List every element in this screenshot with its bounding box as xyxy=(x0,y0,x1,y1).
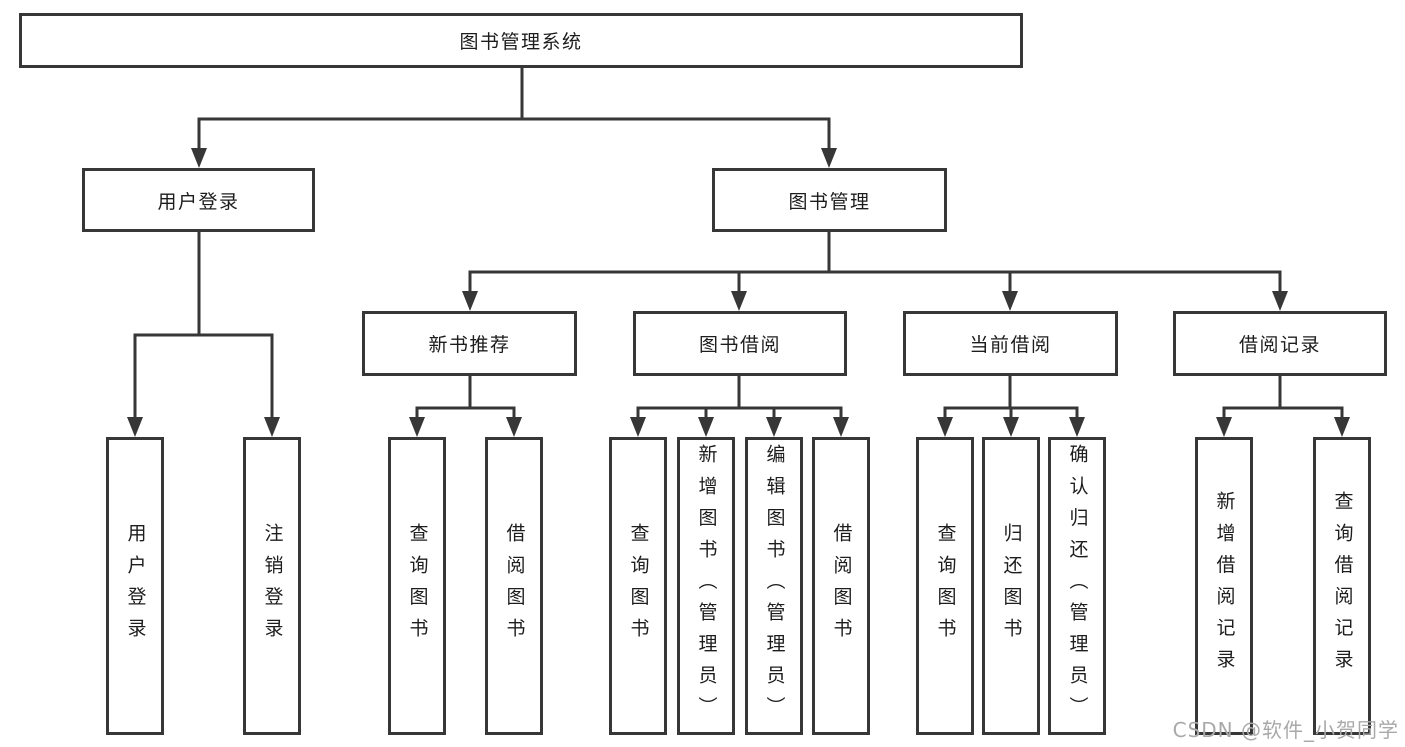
node-library-management-system: 图书管理系统 xyxy=(19,13,1023,68)
leaf-edit-books-admin: 编辑图书（管理员） xyxy=(745,437,803,735)
leaf-query-borrow-record: 查询借阅记录 xyxy=(1313,437,1371,735)
leaf-current-query-books: 查询图书 xyxy=(916,437,974,735)
leaf-newbooks-query-books: 查询图书 xyxy=(388,437,446,735)
node-label: 图书管理系统 xyxy=(459,31,583,53)
leaf-label: 查询图书 xyxy=(627,522,650,650)
leaf-label: 查询图书 xyxy=(406,522,429,650)
leaf-label: 新增借阅记录 xyxy=(1213,491,1236,681)
node-book-management: 图书管理 xyxy=(712,168,947,232)
node-label: 用户登录 xyxy=(157,190,240,213)
leaf-borrowing-query-books: 查询图书 xyxy=(609,437,667,735)
arrowheads xyxy=(127,148,1350,437)
node-book-borrowing: 图书借阅 xyxy=(633,311,847,376)
leaf-add-books-admin: 新增图书（管理员） xyxy=(677,437,735,735)
node-user-login: 用户登录 xyxy=(82,168,315,232)
leaf-label: 注销登录 xyxy=(261,522,284,650)
leaf-borrowing-borrow-books: 借阅图书 xyxy=(812,437,870,735)
csdn-watermark: CSDN @软件_小贺同学 xyxy=(1172,718,1399,742)
leaf-newbooks-borrow-books: 借阅图书 xyxy=(485,437,543,735)
node-label: 当前借阅 xyxy=(969,334,1052,356)
leaf-label: 查询图书 xyxy=(934,522,957,650)
leaf-add-borrow-record: 新增借阅记录 xyxy=(1195,437,1253,735)
node-label: 图书借阅 xyxy=(698,334,781,356)
node-new-book-recommendation: 新书推荐 xyxy=(362,311,577,376)
leaf-label: 借阅图书 xyxy=(830,522,853,650)
leaf-label: 新增图书（管理员） xyxy=(695,444,718,728)
node-borrowing-records: 借阅记录 xyxy=(1173,311,1387,376)
leaf-return-books: 归还图书 xyxy=(982,437,1040,735)
leaf-label: 用户登录 xyxy=(124,522,147,650)
node-label: 图书管理 xyxy=(788,190,871,213)
leaf-logout: 注销登录 xyxy=(243,437,301,735)
leaf-label: 编辑图书（管理员） xyxy=(763,444,786,728)
leaf-label: 借阅图书 xyxy=(503,522,526,650)
leaf-label: 确认归还（管理员） xyxy=(1066,444,1089,728)
leaf-label: 查询借阅记录 xyxy=(1331,491,1354,681)
leaf-user-login: 用户登录 xyxy=(106,437,164,735)
leaf-label: 归还图书 xyxy=(1000,522,1023,650)
node-current-borrowing: 当前借阅 xyxy=(903,311,1118,376)
leaf-confirm-return-admin: 确认归还（管理员） xyxy=(1048,437,1106,735)
node-label: 新书推荐 xyxy=(428,334,511,356)
node-label: 借阅记录 xyxy=(1238,334,1321,356)
